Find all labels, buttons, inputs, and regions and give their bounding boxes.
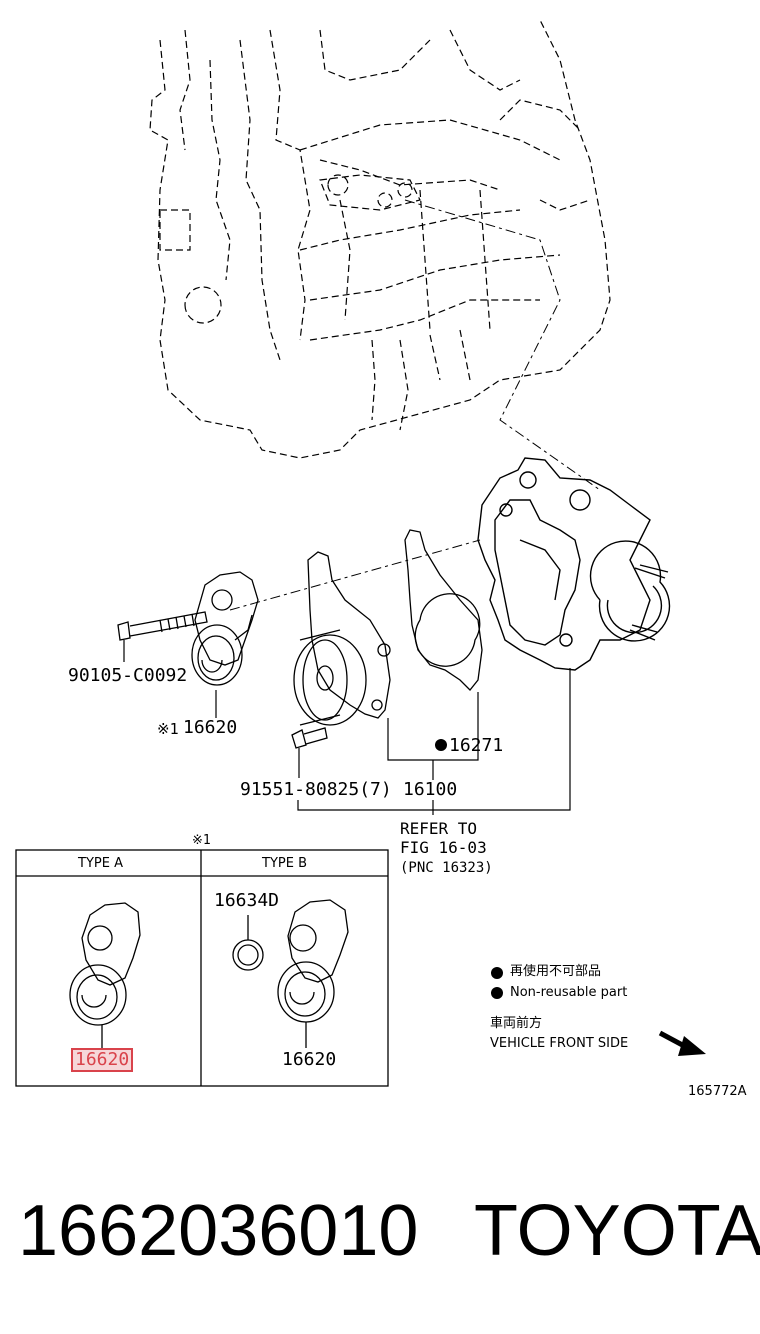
inset-mark: ※1 <box>192 833 211 848</box>
refer-line-1: REFER TO <box>400 819 478 838</box>
gasket-nonreusable-bullet <box>435 739 447 751</box>
tensioner-drawing <box>191 571 259 686</box>
type-a-drawing <box>69 902 141 1048</box>
label-gasket: 16271 <box>449 735 504 756</box>
inset-type-a: TYPE A <box>78 856 123 871</box>
tensioner-mark: ※1 <box>157 720 179 738</box>
figure-id: 165772A <box>688 1084 747 1099</box>
type-b-drawing <box>232 899 349 1048</box>
refer-line-3: (PNC 16323) <box>400 860 493 876</box>
inset-type-b: TYPE B <box>262 856 307 871</box>
engine-block <box>149 19 611 459</box>
legend-bullet-en <box>491 987 503 999</box>
gasket-drawing <box>404 529 483 691</box>
inset-frame <box>15 849 389 1087</box>
inset-a-part-highlighted[interactable]: 16620 <box>70 1048 134 1072</box>
front-en: VEHICLE FRONT SIDE <box>490 1036 629 1051</box>
legend-jp: 再使用不可部品 <box>510 964 602 979</box>
bolt-right-drawing <box>291 727 328 749</box>
water-pump-housing <box>477 457 671 671</box>
refer-line-2: FIG 16-03 <box>400 838 487 857</box>
front-arrow-icon <box>658 1030 706 1056</box>
footer-brand: TOYOTA <box>474 1191 760 1271</box>
legend-en: Non-reusable part <box>510 985 628 1000</box>
footer-part-number: 1662036010 <box>18 1191 419 1271</box>
inset-b-cap: 16634D <box>214 890 280 911</box>
label-water-pump: 16100 <box>403 779 458 800</box>
legend-bullet-jp <box>491 967 503 979</box>
label-tensioner-main: 16620 <box>183 717 238 738</box>
label-bolt-left: 90105-C0092 <box>68 665 188 686</box>
pulley-bracket <box>293 551 391 726</box>
bolt-left-drawing <box>117 611 208 641</box>
inset-b-part: 16620 <box>282 1049 337 1070</box>
front-jp: 車両前方 <box>490 1016 543 1031</box>
label-bolt-right: 91551-80825(7) <box>240 779 392 800</box>
